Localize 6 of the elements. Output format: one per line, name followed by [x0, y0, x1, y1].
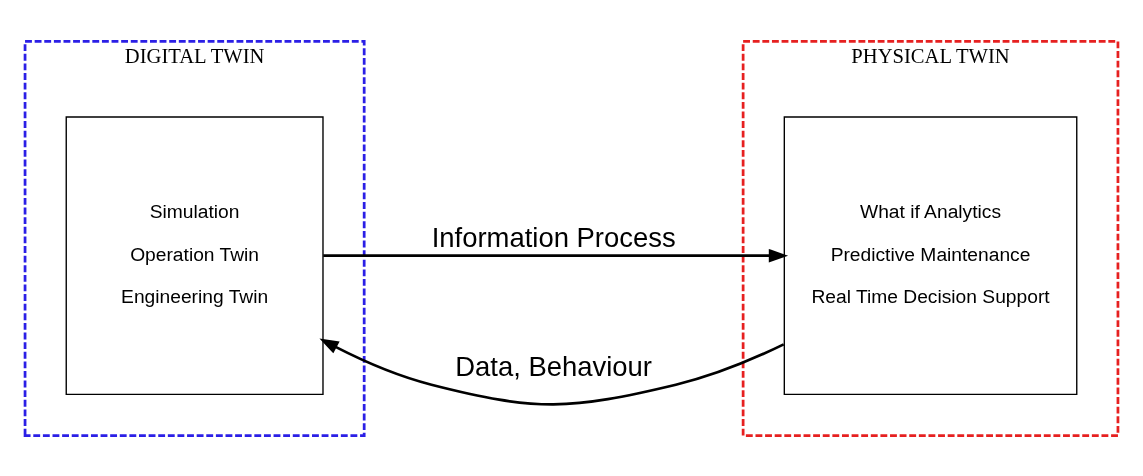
- edge-label: Information Process: [431, 221, 676, 253]
- arrow: [319, 337, 785, 406]
- arrow: [323, 248, 789, 262]
- node-box: Simulation Operation Twin Engineering Twin: [65, 115, 324, 395]
- edge-label: Data, Behaviour: [455, 350, 653, 382]
- node-box: What if Analytics Predictive Maintenance Real Time Decision Support: [783, 115, 1078, 395]
